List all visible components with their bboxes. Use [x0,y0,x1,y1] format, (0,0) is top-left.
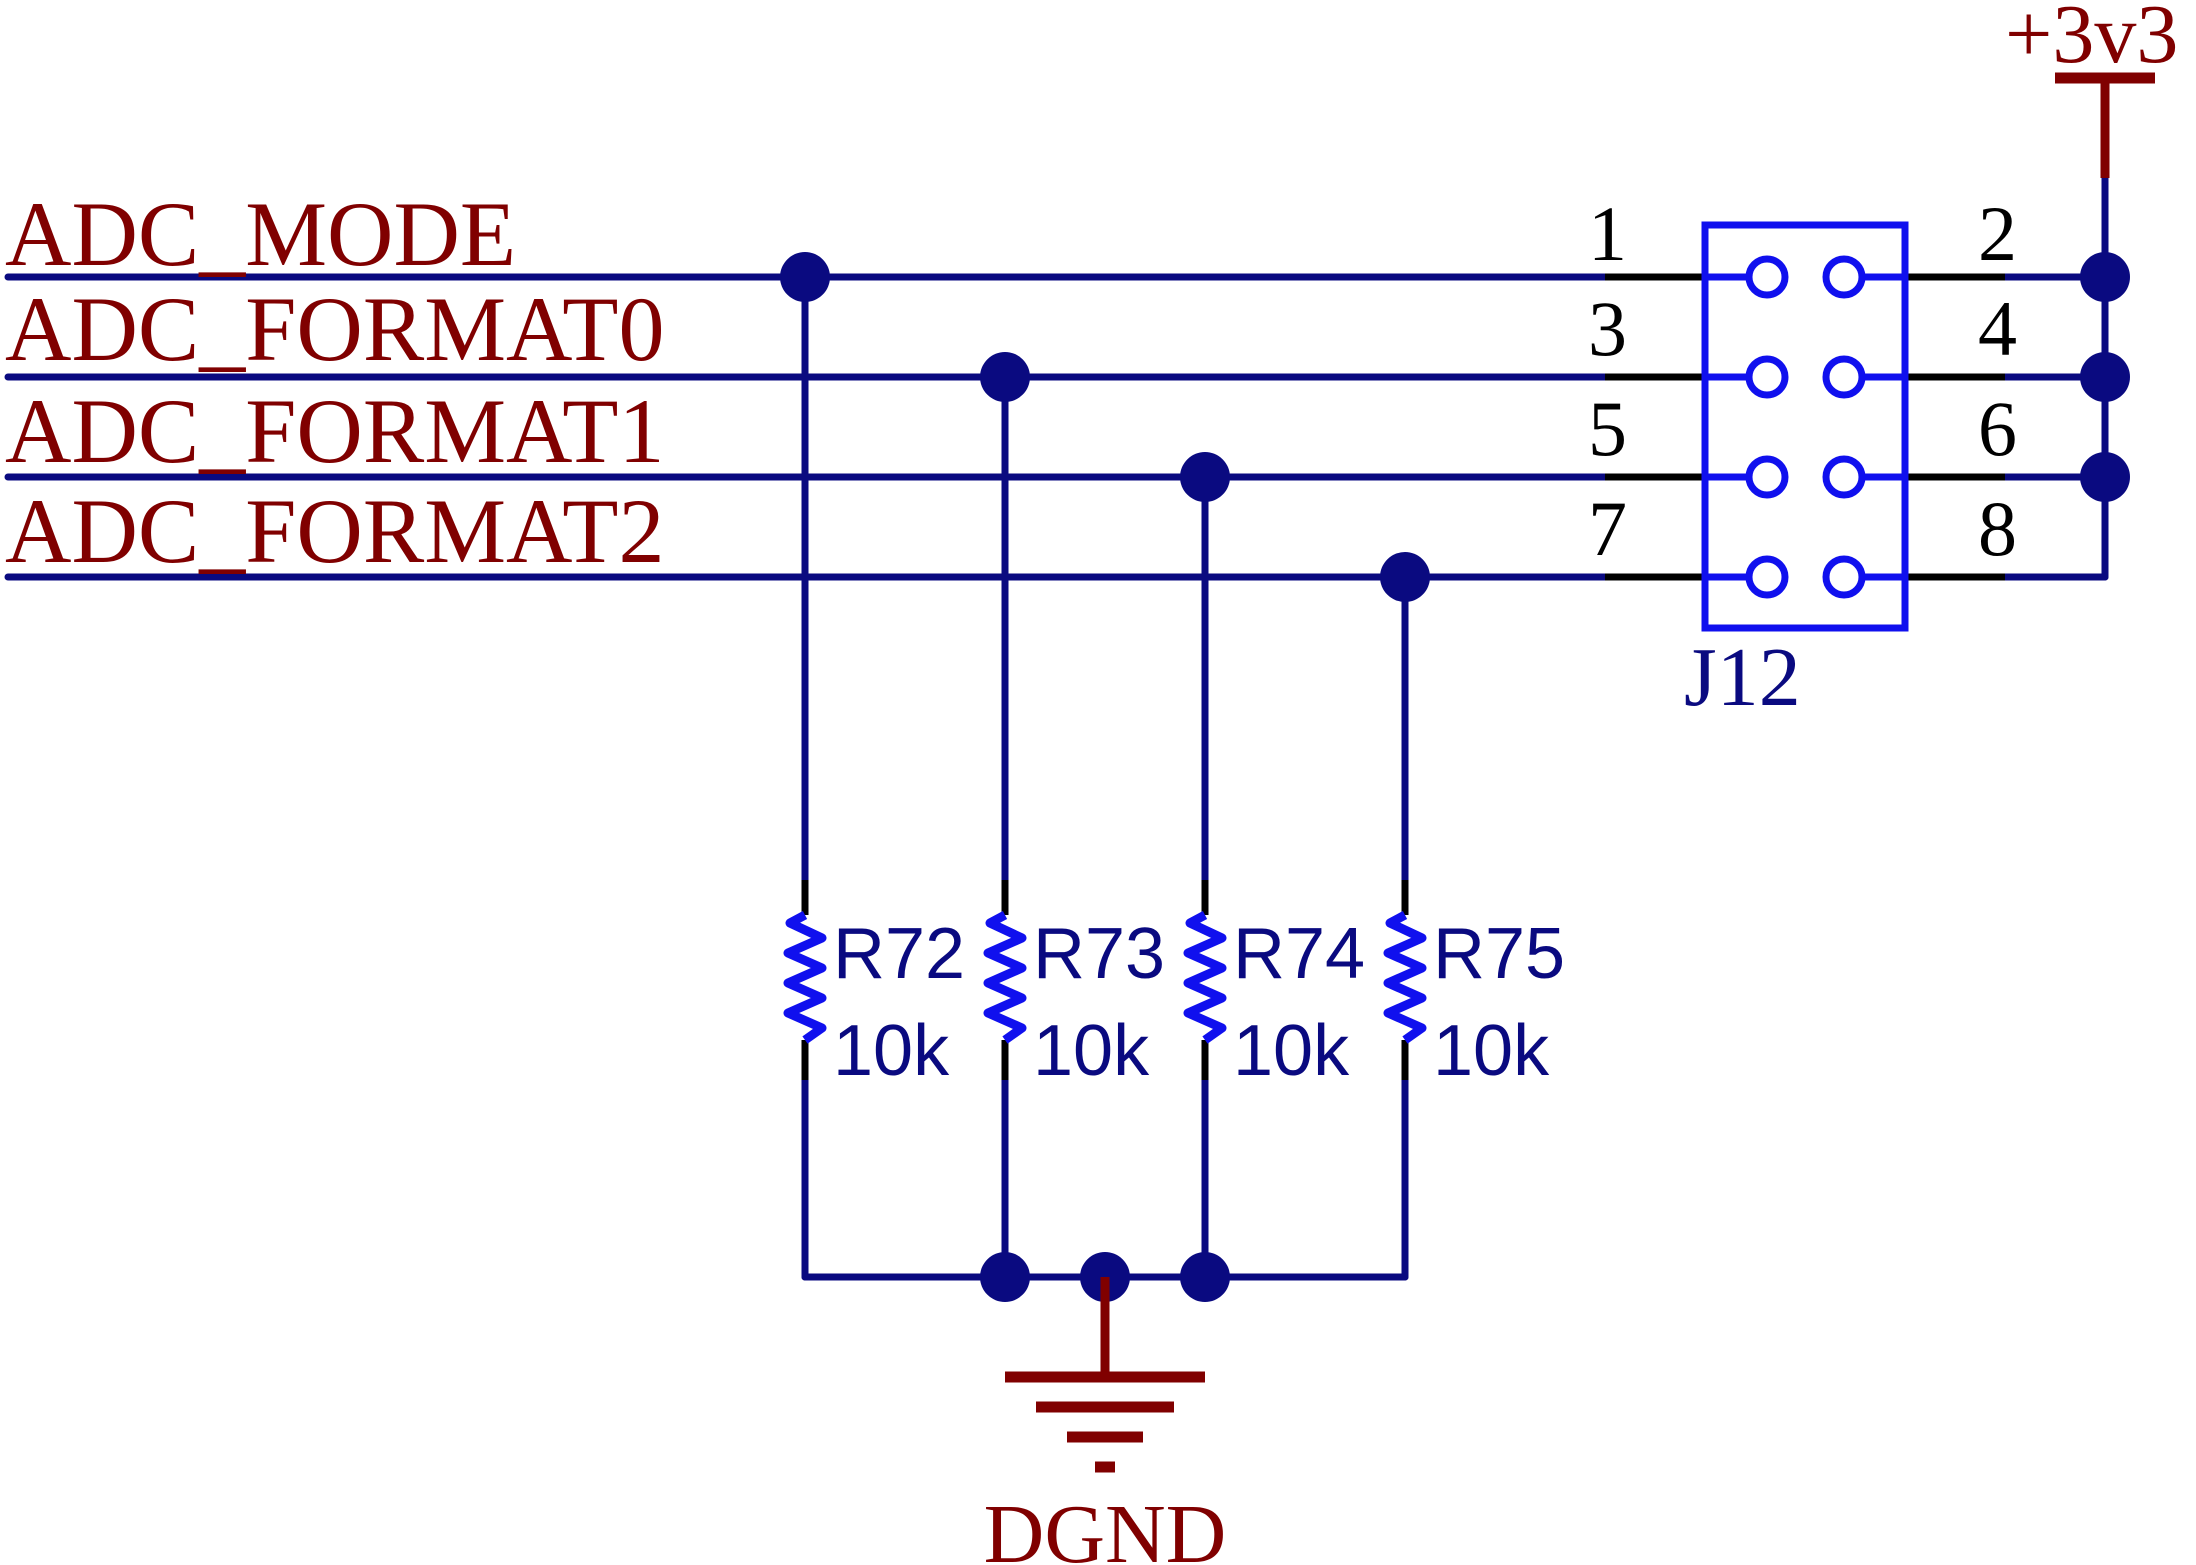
pin-circle-4 [1822,355,1866,399]
pin-number: 4 [1978,285,2017,372]
resistor-r72: R72 10k [783,880,965,1091]
resistor-designator: R74 [1233,914,1365,994]
pin-number: 8 [1978,485,2017,572]
net-labels: ADC_MODE ADC_FORMAT0 ADC_FORMAT1 ADC_FOR… [5,183,664,582]
connector-pin-numbers: 1 3 5 7 2 4 6 8 [1588,190,2017,572]
resistor-designator: R72 [833,914,965,994]
pin-circle-8 [1822,555,1866,599]
pin-number: 3 [1588,285,1627,372]
resistor-zigzag [783,911,827,1044]
connector-body [1701,221,1909,632]
pin-circle-7 [1745,555,1789,599]
resistor-designator: R73 [1033,914,1165,994]
resistor-zigzag [983,911,1027,1044]
power-supply-3v3: +3v3 [2005,0,2178,178]
junction-dot [780,252,830,302]
resistor-zigzag [1383,911,1427,1044]
pin-circle-2 [1822,255,1866,299]
resistor-value: 10k [1033,1011,1150,1091]
junction-dot [1380,552,1430,602]
junction-dot [980,1252,1030,1302]
connector-designator: J12 [1684,631,1801,724]
pin-circle-3 [1745,355,1789,399]
junction-dot [1180,452,1230,502]
ground-label: DGND [984,1488,1227,1565]
junction-dot [2080,452,2130,502]
net-label-adc-format2: ADC_FORMAT2 [5,480,664,582]
pin-number: 7 [1588,485,1627,572]
junction-dot [2080,352,2130,402]
pin-number: 1 [1588,190,1627,277]
pin-number: 6 [1978,385,2017,472]
resistor-r73: R73 10k [983,880,1165,1091]
junction-dot [1180,1252,1230,1302]
connector-leads [1705,273,1905,581]
junction-dot [2080,252,2130,302]
junction-dots [780,252,2130,1302]
resistor-zigzag [1183,911,1227,1044]
power-supply-label: +3v3 [2005,0,2178,81]
resistor-r74: R74 10k [1183,880,1365,1091]
pin-circle-1 [1745,255,1789,299]
resistor-r75: R75 10k [1383,880,1565,1091]
net-label-adc-format1: ADC_FORMAT1 [5,380,664,482]
ground-dgnd: DGND [984,1277,1227,1565]
net-label-adc-format0: ADC_FORMAT0 [5,278,664,380]
pin-circle-5 [1745,455,1789,499]
net-label-adc-mode: ADC_MODE [5,183,516,285]
pin-circle-6 [1822,455,1866,499]
connector-j12: 1 3 5 7 2 4 6 8 J12 [1588,190,2017,724]
resistor-value: 10k [1433,1011,1550,1091]
pin-number: 5 [1588,385,1627,472]
resistor-value: 10k [833,1011,950,1091]
resistor-value: 10k [1233,1011,1350,1091]
junction-dot [980,352,1030,402]
connector-pin-stubs [1605,273,2005,581]
resistor-designator: R75 [1433,914,1565,994]
connector-pins [1745,255,1866,599]
pin-number: 2 [1978,190,2017,277]
